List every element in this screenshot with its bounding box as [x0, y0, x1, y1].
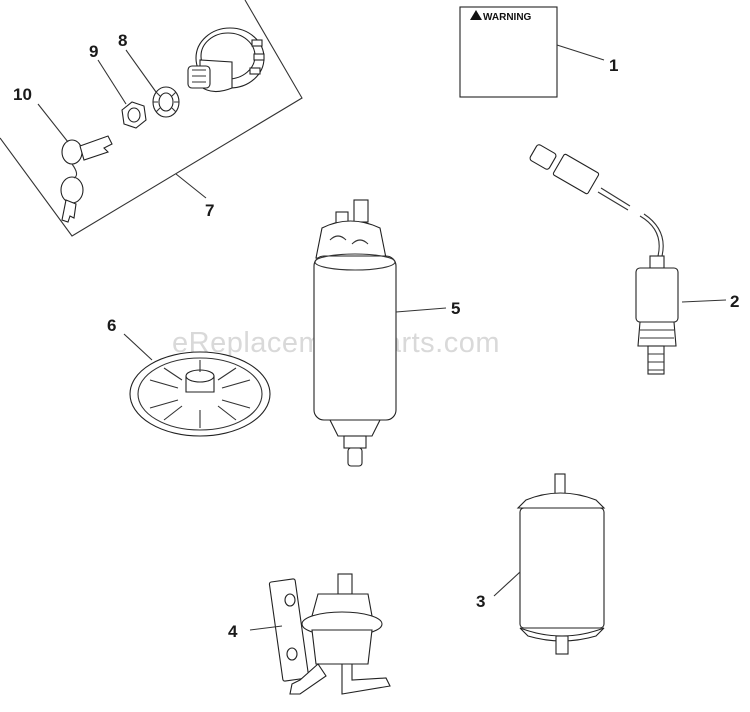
callout-3: 3	[476, 592, 485, 611]
callout-9: 9	[89, 42, 98, 61]
warning-triangle-icon	[470, 10, 482, 20]
callout-6: 6	[107, 316, 116, 335]
callout-1: 1	[609, 56, 618, 75]
callout-8: 8	[118, 31, 127, 50]
callout-5: 5	[451, 299, 460, 318]
fuel-pressure-regulator	[249, 573, 391, 695]
warning-decal: WARNING	[459, 6, 605, 98]
ignition-switch	[187, 27, 265, 93]
fuel-filter	[493, 473, 606, 655]
fuel-pump	[313, 199, 447, 467]
lock-washer	[152, 86, 180, 118]
warning-decal-text: WARNING	[483, 12, 532, 23]
kit-bracket-outline	[0, 0, 303, 237]
callout-2: 2	[730, 292, 739, 311]
hex-nut	[121, 101, 147, 129]
oxygen-sensor	[529, 144, 727, 375]
callout-10: 10	[13, 85, 32, 104]
callout-4: 4	[228, 622, 238, 641]
fuel-pump-cover-disc	[123, 333, 271, 437]
ignition-switch-kit	[0, 0, 303, 237]
callout-7: 7	[205, 201, 214, 220]
ignition-keys	[60, 135, 113, 223]
